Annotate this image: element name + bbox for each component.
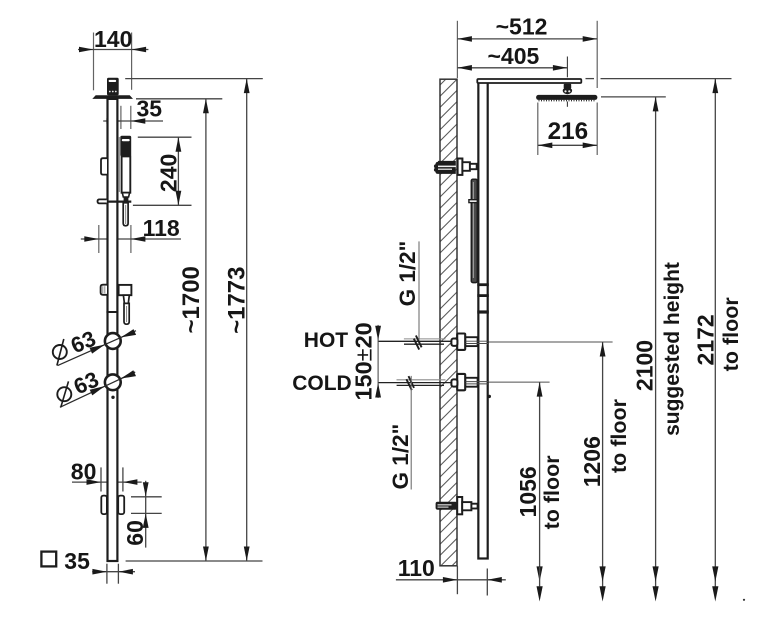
svg-text:~512: ~512 [496,13,548,39]
svg-text:2100: 2100 [631,340,657,391]
svg-text:COLD: COLD [292,372,352,395]
svg-text:240: 240 [155,154,181,192]
svg-text:G 1/2": G 1/2" [395,241,420,307]
svg-text:150±20: 150±20 [351,322,377,400]
svg-text:35: 35 [64,548,90,574]
svg-text:to floor: to floor [719,297,743,372]
svg-text:~1773: ~1773 [224,266,251,333]
svg-text:110: 110 [398,555,435,581]
svg-text:HOT: HOT [304,329,349,352]
svg-text:140: 140 [94,26,132,52]
svg-text:80: 80 [71,459,97,485]
svg-text:1056: 1056 [515,466,541,517]
svg-text:suggested height: suggested height [661,262,684,436]
svg-text:~405: ~405 [488,43,540,69]
svg-text:to floor: to floor [540,455,564,530]
svg-text:35: 35 [137,95,163,121]
svg-text:~1700: ~1700 [178,266,205,333]
svg-text:G 1/2": G 1/2" [388,424,413,490]
svg-text:118: 118 [143,215,180,241]
svg-text:to floor: to floor [607,398,631,473]
svg-text:60: 60 [122,520,148,546]
svg-text:2172: 2172 [692,314,718,365]
svg-text:216: 216 [548,118,589,145]
svg-text:1206: 1206 [579,436,605,487]
